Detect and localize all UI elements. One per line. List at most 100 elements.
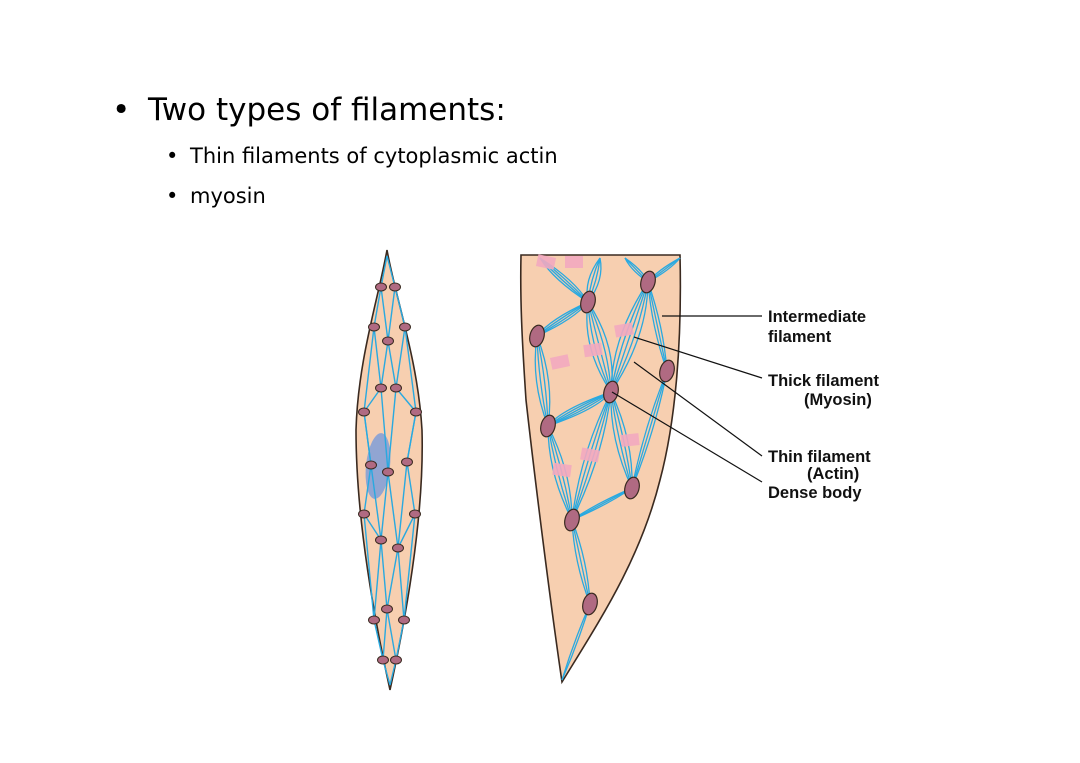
myosin-filament [552, 462, 572, 478]
left-filament-line [387, 286, 396, 342]
left-filament-line [397, 461, 408, 549]
left-filament-line [397, 547, 405, 621]
myosin-thick-filaments [535, 254, 640, 478]
dense-body [564, 508, 580, 532]
left-filament-line [380, 255, 388, 288]
leader-dense [611, 391, 763, 483]
left-filament-line [387, 471, 399, 549]
left-filament-line [380, 471, 389, 541]
right-filament-line [610, 281, 649, 393]
whole-cell-group [355, 249, 424, 691]
right-filament-line [610, 281, 649, 393]
dense-body [375, 282, 387, 292]
left-filament-line [387, 340, 397, 389]
leader-lines [611, 315, 763, 483]
left-filament-line [363, 387, 382, 413]
dense-body [390, 655, 402, 665]
whole-cell-dense-bodies [358, 282, 422, 665]
leader-thin [633, 361, 763, 457]
bullet-list: Two types of filaments: Thin filaments o… [112, 88, 558, 216]
label-thin-1: Thin filament [768, 448, 871, 466]
left-filament-line [395, 326, 406, 389]
left-filament-line [363, 513, 375, 621]
myosin-filament [620, 433, 640, 447]
dense-body [382, 336, 394, 346]
left-filament-line [373, 326, 382, 389]
label-thick-1: Thick filament [768, 372, 879, 390]
heading-text: Two types of filaments: [148, 92, 506, 128]
dense-body [368, 322, 380, 332]
myosin-filament [535, 254, 557, 270]
sub-bullet-myosin-text: myosin [190, 184, 266, 208]
left-filament-line [406, 461, 416, 515]
left-filament-line [394, 286, 406, 328]
myosin-filament [549, 354, 571, 370]
sub-bullet-actin: Thin filaments of cytoplasmic actin [166, 136, 558, 176]
dense-body [365, 460, 377, 470]
right-filament-line [610, 281, 649, 393]
dense-body [368, 615, 380, 625]
right-filament-line [631, 370, 668, 489]
dense-body [398, 615, 410, 625]
left-filament-line [373, 619, 384, 661]
left-filament-line [370, 464, 382, 541]
label-thin-2: (Actin) [807, 465, 859, 483]
dense-body [582, 592, 598, 616]
dense-body [390, 383, 402, 393]
dense-body [375, 535, 387, 545]
dense-body [659, 359, 675, 383]
left-filament-line [380, 539, 388, 610]
dense-body [358, 509, 370, 519]
left-filament-line [380, 387, 389, 473]
heading-bullet: Two types of filaments: [112, 88, 558, 132]
dense-body [580, 290, 596, 314]
left-filament-line [373, 286, 382, 328]
left-filament-line [387, 387, 397, 473]
dense-body [410, 407, 422, 417]
left-filament-line [403, 513, 416, 621]
myosin-filament [614, 322, 634, 338]
left-filament-line [404, 326, 417, 413]
left-filament-line [363, 464, 372, 515]
sub-bullet-myosin: myosin [166, 176, 558, 216]
dense-body [401, 457, 413, 467]
dense-body [381, 604, 393, 614]
label-intermediate-2: filament [768, 328, 832, 346]
dense-body [377, 655, 389, 665]
left-filament-line [363, 513, 382, 541]
dense-body [375, 383, 387, 393]
dense-body [382, 467, 394, 477]
left-filament-line [395, 387, 417, 413]
myosin-filament [580, 447, 600, 463]
dense-body [392, 543, 404, 553]
left-filament-line [406, 411, 417, 463]
sub-bullet-actin-text: Thin filaments of cytoplasmic actin [190, 144, 558, 168]
left-filament-line [386, 255, 396, 288]
dense-body [540, 414, 556, 438]
left-filament-line [373, 539, 382, 621]
right-filament-line [610, 281, 649, 393]
label-intermediate-1: Intermediate [768, 308, 866, 326]
left-filament-line [380, 340, 389, 389]
enlarged-cell-group [519, 254, 682, 685]
dense-body [640, 270, 656, 294]
label-dense: Dense body [768, 484, 862, 502]
dense-body [603, 380, 619, 404]
left-filament-line [382, 608, 388, 661]
left-filament-line [386, 608, 397, 661]
enlarged-cell-dense-bodies [529, 270, 675, 616]
dense-body [358, 407, 370, 417]
dense-body [624, 476, 640, 500]
left-filament-line [380, 286, 389, 342]
right-filament-line [610, 281, 649, 393]
myosin-filament [583, 342, 603, 358]
left-filament-line [363, 326, 375, 413]
dense-body [389, 282, 401, 292]
left-filament-line [397, 513, 416, 549]
myosin-filament [565, 256, 583, 268]
dense-body [529, 324, 545, 348]
leader-thick [633, 336, 763, 379]
label-thick-2: (Myosin) [804, 391, 872, 409]
